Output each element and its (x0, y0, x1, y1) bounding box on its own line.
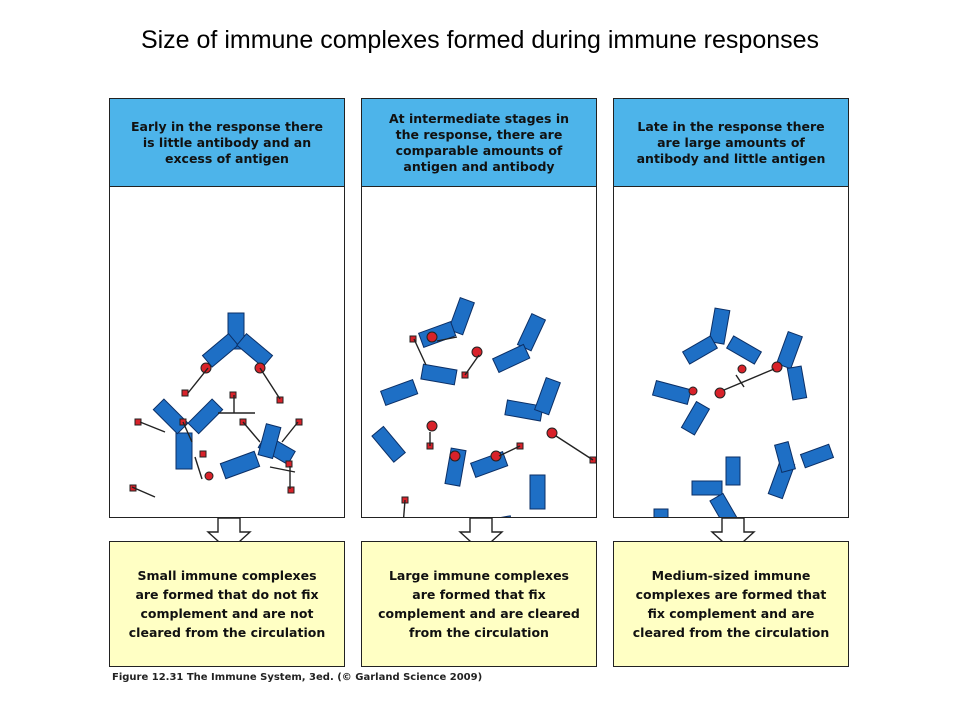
slide-title: Size of immune complexes formed during i… (140, 26, 820, 54)
panel-early: Early in the response there is little an… (109, 98, 345, 518)
panel-early-header: Early in the response there is little an… (110, 99, 344, 187)
panel-late-header: Late in the response there are large amo… (614, 99, 848, 187)
result-late-text: Medium-sized immune complexes are formed… (632, 568, 830, 640)
result-intermediate-text: Large immune complexes are formed that f… (378, 568, 580, 640)
panel-intermediate-header: At intermediate stages in the response, … (362, 99, 596, 187)
panel-intermediate: At intermediate stages in the response, … (361, 98, 597, 518)
figure-caption: Figure 12.31 The Immune System, 3ed. (© … (112, 672, 483, 683)
result-late: Medium-sized immune complexes are formed… (613, 541, 849, 667)
panel-early-header-text: Early in the response there is little an… (131, 118, 323, 166)
panel-late-header-text: Late in the response there are large amo… (636, 118, 826, 166)
result-early-text: Small immune complexes are formed that d… (128, 568, 326, 640)
panel-late: Late in the response there are large amo… (613, 98, 849, 518)
late-scene-illustration (651, 307, 835, 517)
result-intermediate: Large immune complexes are formed that f… (361, 541, 597, 667)
intermediate-scene-illustration (371, 296, 597, 517)
panel-intermediate-header-text: At intermediate stages in the response, … (388, 110, 570, 174)
result-early: Small immune complexes are formed that d… (109, 541, 345, 667)
early-scene-illustration (129, 312, 303, 498)
